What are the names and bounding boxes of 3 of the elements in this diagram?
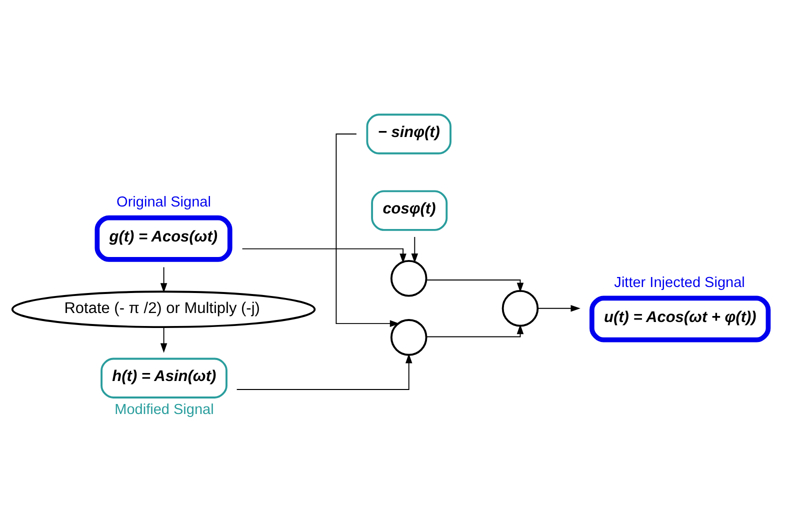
node-label: Modified Signal — [114, 401, 214, 418]
node-label: Jitter Injected Signal — [614, 274, 745, 291]
node-label: Original Signal — [116, 194, 211, 210]
